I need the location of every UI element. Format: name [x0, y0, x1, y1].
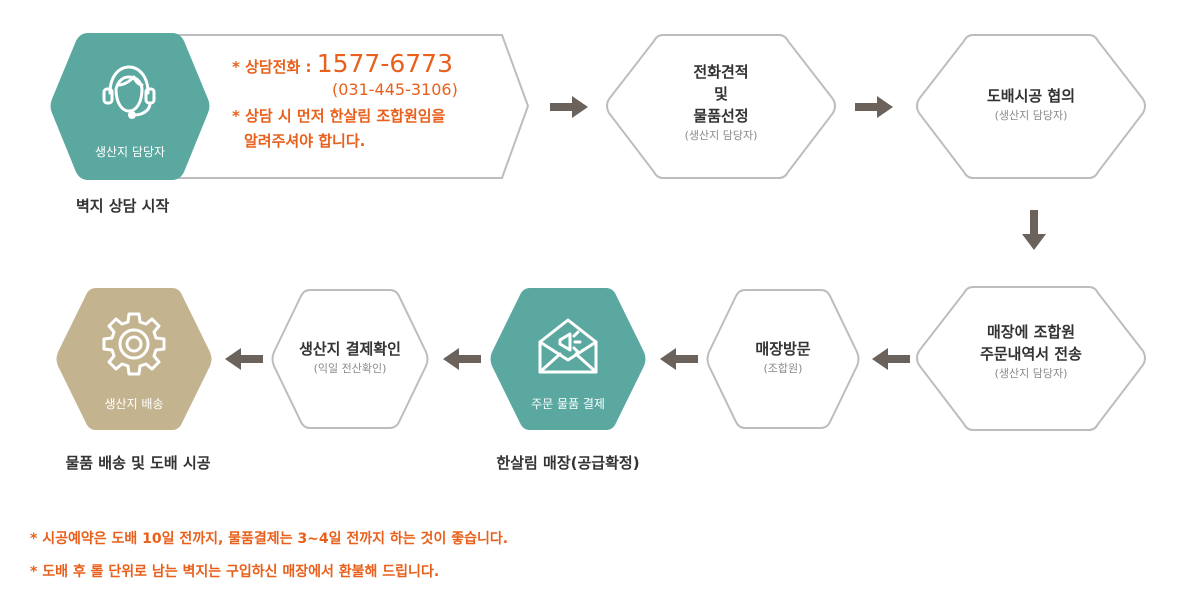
- step2-line1: 전화견적: [693, 63, 749, 81]
- step7-hexagon-outline: [271, 289, 429, 429]
- member-note-line1: * 상담 시 먼저 한살림 조합원임을: [232, 107, 446, 125]
- step2-line3: 물품선정: [693, 107, 749, 125]
- step6-payment-hexagon: 주문 물품 결제: [490, 288, 646, 430]
- step2-estimate-box: 전화견적 및 물품선정 (생산지 담당자): [605, 33, 837, 180]
- step3-negotiation-box: 도배시공 협의 (생산지 담당자): [915, 33, 1147, 180]
- step4-line1: 매장에 조합원: [986, 323, 1076, 341]
- phone-label: * 상담전화 :: [232, 58, 317, 76]
- step3-sub: (생산지 담당자): [994, 109, 1068, 122]
- step8-caption: 물품 배송 및 도배 시공: [65, 454, 211, 472]
- headset-agent-icon: [102, 65, 156, 119]
- step6-hex-label: 주문 물품 결제: [531, 397, 605, 411]
- step5-sub: (조합원): [763, 362, 803, 375]
- step1-box-outline: [86, 34, 529, 179]
- step7-sub: (익일 전산확인): [313, 362, 387, 375]
- step4-line2: 주문내역서 전송: [980, 345, 1082, 363]
- phone-number: 1577-6773: [316, 49, 453, 78]
- step2-sub: (생산지 담당자): [684, 129, 758, 142]
- step5-store-visit-box: 매장방문 (조합원): [705, 288, 861, 430]
- step4-order-box: 매장에 조합원 주문내역서 전송 (생산지 담당자): [915, 285, 1147, 432]
- step4-sub: (생산지 담당자): [994, 367, 1068, 380]
- step2-hexagon-outline: [606, 34, 836, 179]
- step5-hexagon-outline: [706, 289, 860, 429]
- arrow-down-icon: [1022, 210, 1046, 250]
- phone-info: * 상담전화 : 1577-6773 (031-445-3106) * 상담 시…: [232, 49, 522, 151]
- step7-payment-check-box: 생산지 결제확인 (익일 전산확인): [270, 288, 430, 430]
- step1-consult-box: 생산지 담당자 * 상담전화 : 1577-6773 (031-445-3106…: [50, 33, 530, 180]
- note-refund: * 도배 후 롤 단위로 남는 벽지는 구입하신 매장에서 환불해 드립니다.: [30, 564, 440, 580]
- envelope-megaphone-icon: [538, 318, 598, 374]
- step1-caption: 벽지 상담 시작: [76, 197, 170, 215]
- arrow-right-icon: [550, 96, 588, 118]
- step8-hex-label: 생산지 배송: [104, 397, 164, 411]
- note-reservation: * 시공예약은 도배 10일 전까지, 물품결제는 3~4일 전까지 하는 것이…: [30, 531, 509, 547]
- arrow-right-icon: [855, 96, 893, 118]
- step6-caption: 한살림 매장(공급확정): [496, 454, 640, 472]
- step3-hexagon-outline: [916, 34, 1146, 179]
- arrow-left-icon: [660, 348, 698, 370]
- step4-hexagon-outline: [916, 286, 1146, 431]
- arrow-left-icon: [872, 348, 910, 370]
- phone-alt: (031-445-3106): [332, 80, 458, 99]
- step5-title: 매장방문: [755, 340, 811, 358]
- gear-icon: [102, 312, 166, 376]
- step7-title: 생산지 결제확인: [299, 340, 401, 358]
- step1-hex-label: 생산지 담당자: [94, 145, 166, 159]
- step1-hexagon: [50, 33, 210, 180]
- step2-line2: 및: [714, 85, 728, 103]
- step8-delivery-hexagon: 생산지 배송: [56, 288, 212, 430]
- arrow-left-icon: [225, 348, 263, 370]
- arrow-left-icon: [443, 348, 481, 370]
- member-note-line2: 알려주셔야 합니다.: [244, 132, 366, 150]
- step3-title: 도배시공 협의: [986, 87, 1076, 105]
